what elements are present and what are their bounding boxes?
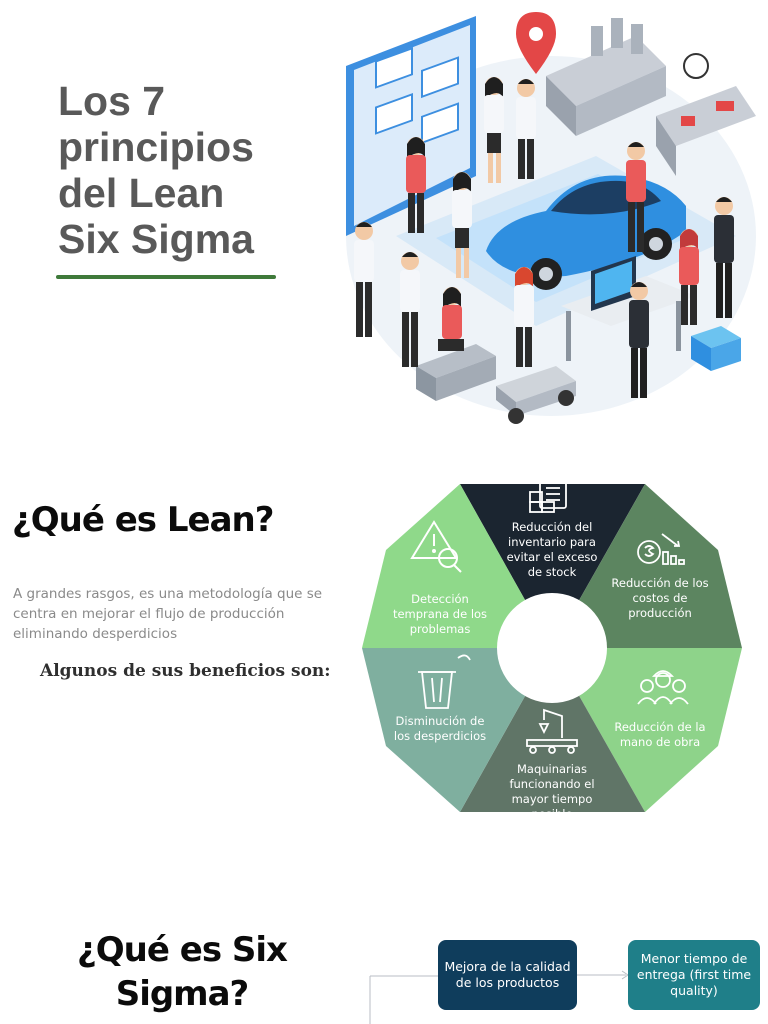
workers-group-icon	[637, 670, 689, 705]
wheel-segment-waste	[362, 648, 552, 812]
lean-description: A grandes rasgos, es una metodología que…	[13, 586, 323, 642]
title-line: principios	[58, 124, 254, 170]
wheel-text-waste: Disminución de los desperdicios	[393, 714, 487, 743]
trash-can-icon	[418, 654, 471, 709]
delivery-box: Menor tiempo de entrega (first time qual…	[628, 940, 760, 1010]
title-line: Six Sigma	[58, 216, 254, 262]
wheel-text-detection: Detección temprana de los problemas	[392, 592, 488, 636]
quality-box: Mejora de la calidad de los productos	[438, 940, 577, 1010]
title-line: del Lean	[58, 170, 225, 216]
lean-factory-illustration	[346, 12, 756, 424]
cost-reduction-chart-icon	[637, 533, 685, 565]
six-sigma-flow: Mejora de la calidad de los productos Me…	[360, 930, 768, 1024]
wheel-text-costs: Reducción de los costos de producción	[611, 576, 709, 620]
quality-box-text: Mejora de la calidad de los productos	[444, 959, 571, 990]
wheel-segment-detection	[362, 484, 552, 648]
inventory-clipboard-icon	[529, 477, 567, 513]
wheel-segment-costs	[552, 484, 742, 648]
six-sigma-heading: ¿Qué es Six Sigma?	[77, 930, 288, 1014]
wheel-segment-labor	[552, 648, 742, 812]
workers	[354, 77, 734, 398]
wheel-center-hole	[497, 593, 607, 703]
slide1-title: Los 7 principios del Lean Six Sigma	[58, 78, 298, 262]
delivery-box-text: Menor tiempo de entrega (first time qual…	[636, 951, 752, 998]
wheel-text-labor: Reducción de la mano de obra	[614, 720, 706, 749]
title-underline	[56, 275, 276, 279]
location-pin-icon	[516, 12, 556, 74]
package-box	[691, 326, 741, 371]
robot-cart	[496, 366, 576, 424]
robotic-arm-icon	[526, 708, 578, 754]
warning-search-icon	[410, 520, 462, 573]
wheel-text-machinery: Maquinarias funcionando el mayor tiempo …	[509, 762, 595, 821]
machinery	[546, 18, 756, 176]
benefits-wheel: Reducción del inventario para evitar el …	[362, 472, 744, 838]
title-line: Los 7	[58, 78, 166, 124]
wheel-text-inventory: Reducción del inventario para evitar el …	[506, 520, 598, 579]
computer-desk	[561, 256, 696, 361]
wheel-segment-inventory	[460, 484, 645, 648]
dashboard-screen	[346, 16, 476, 236]
benefits-label: Algunos de sus beneficios son:	[40, 661, 331, 681]
wheel-segment-machinery	[460, 648, 645, 812]
bench	[416, 344, 496, 378]
lean-heading: ¿Qué es Lean?	[12, 500, 274, 540]
